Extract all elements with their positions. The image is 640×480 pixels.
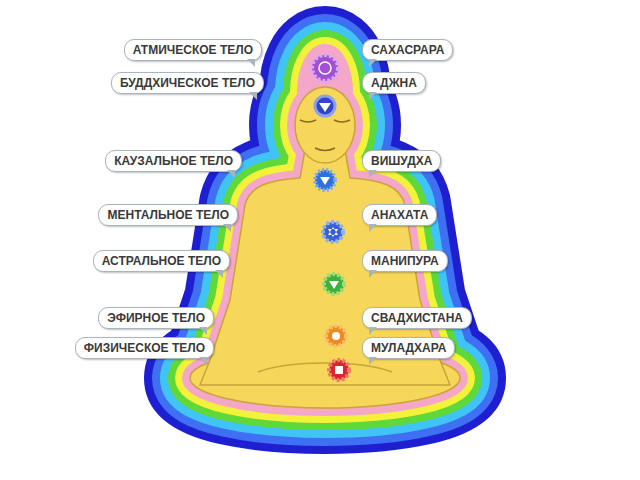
chakra-callout: АНАХАТА — [362, 204, 437, 226]
callout-text: АСТРАЛЬНОЕ ТЕЛО — [102, 254, 221, 268]
chakra-callout: МАНИПУРА — [362, 250, 448, 272]
callout-text: БУДДХИЧЕСКОЕ ТЕЛО — [120, 76, 255, 90]
body-callout: ЭФИРНОЕ ТЕЛО — [98, 307, 214, 329]
body-callout: АТМИЧЕСКОЕ ТЕЛО — [124, 39, 262, 61]
callout-text: МАНИПУРА — [371, 254, 439, 268]
body-callout: МЕНТАЛЬНОЕ ТЕЛО — [98, 204, 238, 226]
chakra-symbols — [312, 55, 349, 380]
body-callout: БУДДХИЧЕСКОЕ ТЕЛО — [111, 72, 264, 94]
callout-text: МЕНТАЛЬНОЕ ТЕЛО — [107, 208, 229, 222]
callout-text: МУЛАДХАРА — [371, 341, 446, 355]
callout-text: ФИЗИЧЕСКОЕ ТЕЛО — [84, 341, 205, 355]
body-callout: КАУЗАЛЬНОЕ ТЕЛО — [105, 150, 242, 172]
callout-text: СВАДХИСТАНА — [371, 311, 463, 325]
chakra-callout: АДЖНА — [362, 72, 426, 94]
callout-text: ВИШУДХА — [371, 154, 432, 168]
chakra-callout: САХАСРАРА — [362, 39, 453, 61]
callout-text: ЭФИРНОЕ ТЕЛО — [107, 311, 205, 325]
callout-text: АНАХАТА — [371, 208, 428, 222]
callout-text: АТМИЧЕСКОЕ ТЕЛО — [133, 43, 253, 57]
chakra-callout: МУЛАДХАРА — [362, 337, 455, 359]
callout-text: САХАСРАРА — [371, 43, 444, 57]
callout-text: АДЖНА — [371, 76, 417, 90]
body-callout: АСТРАЛЬНОЕ ТЕЛО — [93, 250, 230, 272]
physical-body — [190, 87, 460, 408]
chakra-callout: ВИШУДХА — [362, 150, 441, 172]
body-callout: ФИЗИЧЕСКОЕ ТЕЛО — [75, 337, 214, 359]
callout-text: КАУЗАЛЬНОЕ ТЕЛО — [114, 154, 233, 168]
chakra-callout: СВАДХИСТАНА — [362, 307, 472, 329]
